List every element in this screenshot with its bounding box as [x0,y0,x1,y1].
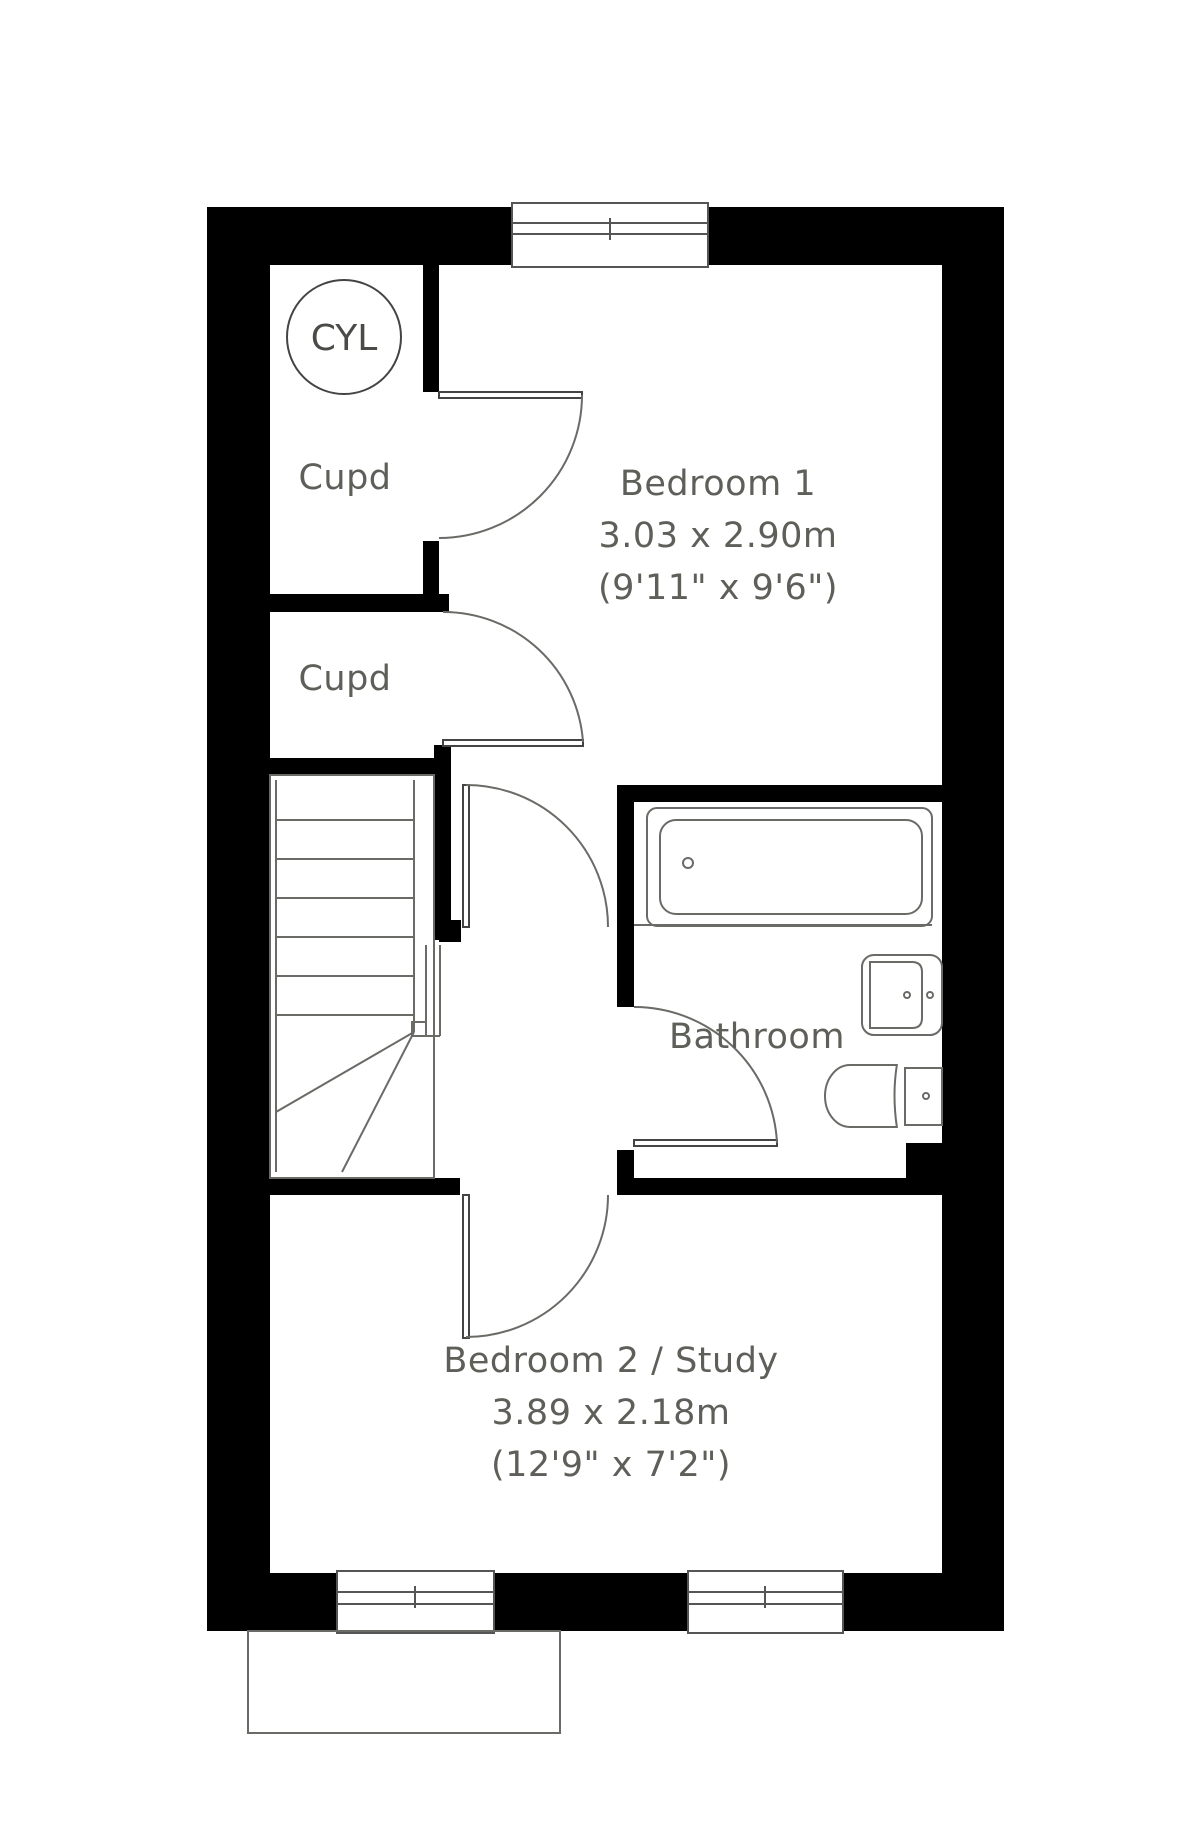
bedroom1-imperial: (9'11" x 9'6") [598,568,838,608]
door-bedroom2 [462,1194,609,1339]
bedroom2-name: Bedroom 2 / Study [443,1341,778,1381]
internal-walls [270,265,942,1195]
bathtub [634,807,933,927]
cupd2-label: Cupd [298,659,391,699]
bedroom1-metric: 3.03 x 2.90m [599,516,838,556]
window-top [511,202,709,268]
outer-walls [207,207,1004,1631]
bathroom-name: Bathroom [669,1017,845,1057]
cupd1-label: Cupd [298,458,391,498]
porch-outline [247,1630,561,1734]
window-bottom-right [687,1570,844,1634]
cylinder-label: CYL [311,318,378,359]
staircase [269,774,441,1179]
bedroom2-metric: 3.89 x 2.18m [492,1393,731,1433]
toilet [824,1063,943,1129]
basin [861,954,943,1036]
bedroom2-imperial: (12'9" x 7'2") [491,1445,731,1485]
cylinder-tank: CYL [286,279,402,395]
door-bathroom [633,1005,778,1147]
door-bedroom1 [462,784,609,928]
bedroom1-name: Bedroom 1 [620,464,816,504]
door-cupd1 [438,391,583,539]
door-cupd2 [442,610,584,747]
window-bottom-left [336,1570,495,1634]
